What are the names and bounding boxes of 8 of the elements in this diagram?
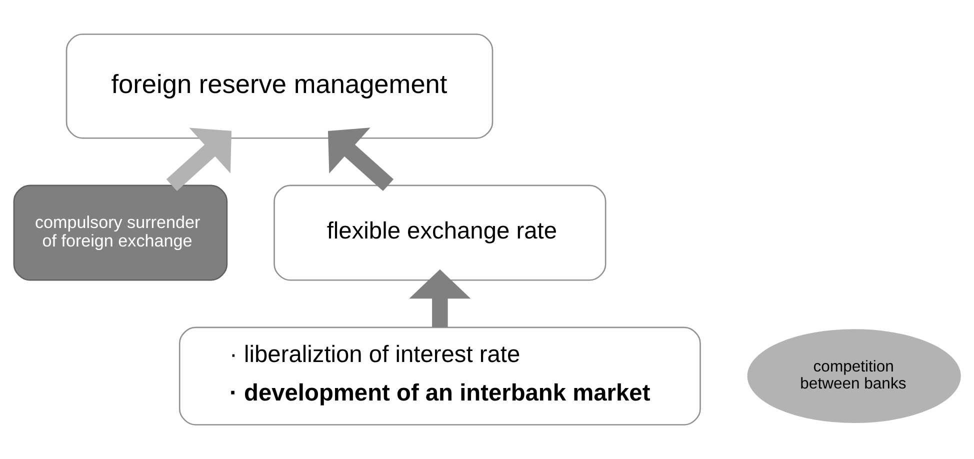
node-box: · liberaliztion of interest rate · development of an interbank market <box>178 326 701 426</box>
arrow <box>328 128 394 191</box>
arrow <box>166 128 232 191</box>
node-box: foreign reserve management <box>66 34 494 139</box>
arrow <box>409 269 471 328</box>
node-ellipse: competition between banks <box>747 329 961 424</box>
node-box: compulsory surrender of foreign exchange <box>13 184 228 281</box>
node-box: flexible exchange rate <box>274 184 606 281</box>
